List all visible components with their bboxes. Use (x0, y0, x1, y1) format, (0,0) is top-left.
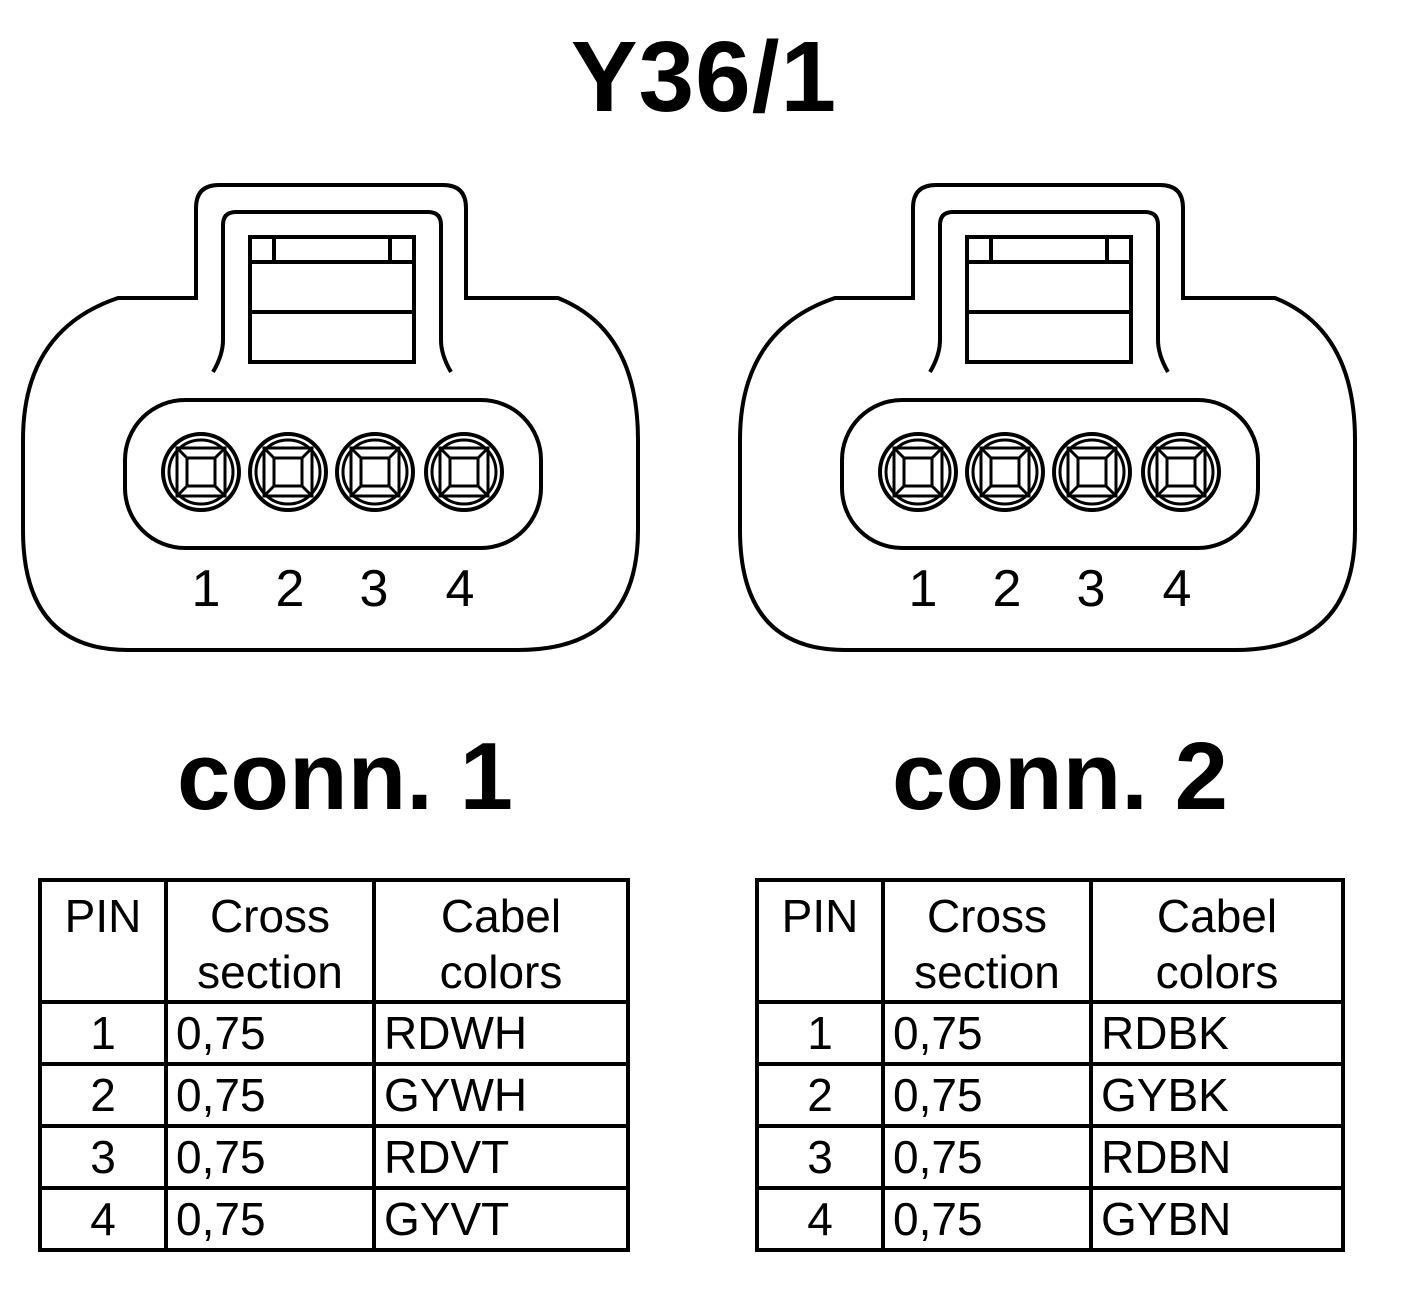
table-row: 3 0,75 RDVT (38, 1124, 630, 1190)
connector-2-pin-2 (965, 432, 1045, 512)
table-row: 3 0,75 RDBN (755, 1124, 1345, 1190)
connector-1-pin-label: 3 (360, 560, 389, 618)
connector-1-pin-cavity (123, 398, 543, 550)
connector-2-drawing: 1 2 3 4 (738, 183, 1357, 652)
pin-cell: 4 (38, 1186, 168, 1252)
pin-cell: 2 (38, 1062, 168, 1128)
connector-2-latch (928, 210, 1170, 374)
pin-cell: 4 (755, 1186, 885, 1252)
cable-color-cell: RDBN (1089, 1124, 1345, 1190)
header-pin: PIN (755, 878, 885, 1004)
table-row: 1 0,75 RDBK (755, 1000, 1345, 1066)
cross-section-cell: 0,75 (164, 1186, 376, 1252)
cross-section-cell: 0,75 (164, 1000, 376, 1066)
cable-color-cell: RDWH (372, 1000, 630, 1066)
connector-1-label: conn. 1 (176, 723, 514, 830)
cross-section-cell: 0,75 (164, 1062, 376, 1128)
table-row: 2 0,75 GYBK (755, 1062, 1345, 1128)
cable-color-cell: GYBN (1089, 1186, 1345, 1252)
connector-2-pin-4 (1141, 432, 1221, 512)
connector-1-pin-4 (424, 432, 504, 512)
table-row: 4 0,75 GYVT (38, 1186, 630, 1252)
connector-1-housing (21, 183, 640, 652)
cross-section-cell: 0,75 (881, 1062, 1093, 1128)
connector-2-housing (738, 183, 1357, 652)
connector-2-pin-label: 2 (993, 560, 1022, 618)
connector-2-pin-3 (1052, 432, 1132, 512)
connector-1-latch (211, 210, 453, 374)
header-pin: PIN (38, 878, 168, 1004)
cable-color-cell: RDVT (372, 1124, 630, 1190)
connector-2-label: conn. 2 (891, 723, 1229, 830)
cable-color-cell: GYVT (372, 1186, 630, 1252)
connector-2-pin-1 (878, 432, 958, 512)
connector-2-pin-label: 4 (1163, 560, 1192, 618)
pin-cell: 2 (755, 1062, 885, 1128)
connector-2-pin-cavity (840, 398, 1260, 550)
connector-1-pin-2 (248, 432, 328, 512)
table-row: 2 0,75 GYWH (38, 1062, 630, 1128)
connector-1-pin-label: 1 (192, 560, 221, 618)
pin-cell: 3 (755, 1124, 885, 1190)
connector-2-pin-label: 3 (1077, 560, 1106, 618)
connector-1-pin-label: 4 (446, 560, 475, 618)
cable-color-cell: RDBK (1089, 1000, 1345, 1066)
cross-section-cell: 0,75 (164, 1124, 376, 1190)
cross-section-cell: 0,75 (881, 1000, 1093, 1066)
cross-section-cell: 0,75 (881, 1186, 1093, 1252)
cross-section-cell: 0,75 (881, 1124, 1093, 1190)
connector-1-drawing: 1 2 3 4 (21, 183, 640, 652)
diagram-title: Y36/1 (570, 21, 838, 133)
cable-color-cell: GYWH (372, 1062, 630, 1128)
connector-1-pin-3 (335, 432, 415, 512)
pin-cell: 1 (38, 1000, 168, 1066)
connector-2-pin-label: 1 (909, 560, 938, 618)
connector-1-pin-label: 2 (276, 560, 305, 618)
pin-cell: 3 (38, 1124, 168, 1190)
connector-1-pin-1 (161, 432, 241, 512)
pin-cell: 1 (755, 1000, 885, 1066)
table-row: 1 0,75 RDWH (38, 1000, 630, 1066)
table-row: 4 0,75 GYBN (755, 1186, 1345, 1252)
cable-color-cell: GYBK (1089, 1062, 1345, 1128)
